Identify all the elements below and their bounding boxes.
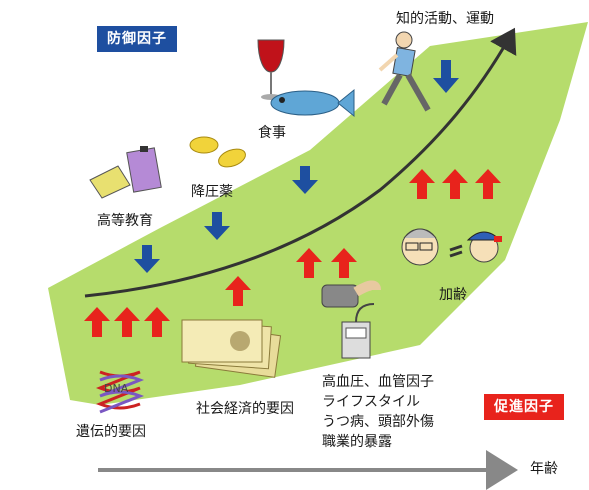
risk-factors-list: 高血圧、血管因子 ライフスタイル うつ病、頭部外傷 職業的暴露 xyxy=(322,372,434,452)
protective-arrow-intellect xyxy=(433,60,459,93)
promoting-arrow-genetics-2 xyxy=(114,307,140,337)
label-aging: 加齢 xyxy=(439,287,467,303)
runner-icon xyxy=(378,31,431,112)
promoting-arrow-risk-1 xyxy=(296,248,322,278)
child-face-icon xyxy=(449,231,502,263)
risk-factor-item: ライフスタイル xyxy=(322,394,420,410)
risk-factor-item: 職業的暴露 xyxy=(322,434,392,450)
label-higher-education: 高等教育 xyxy=(97,213,153,229)
promoting-arrow-risk-2 xyxy=(331,248,357,278)
fish-icon xyxy=(270,88,355,118)
protective-arrow-medicine xyxy=(204,212,230,240)
label-socioeconomic-factors: 社会経済的要因 xyxy=(196,401,294,417)
promoting-arrow-aging-3 xyxy=(475,169,501,199)
protective-arrows xyxy=(134,60,459,273)
label-diet: 食事 xyxy=(258,125,286,141)
books-icon xyxy=(89,146,162,199)
promoting-arrow-socioeconomic xyxy=(225,276,251,306)
promoting-arrow-aging-1 xyxy=(409,169,435,199)
elderly-face-icon xyxy=(401,228,439,266)
label-antihypertensive: 降圧薬 xyxy=(191,184,233,200)
label-age-axis: 年齢 xyxy=(530,461,558,477)
promoting-factors-tag: 促進因子 xyxy=(484,394,564,420)
risk-factor-item: うつ病、頭部外傷 xyxy=(322,414,434,430)
blood-pressure-monitor-icon xyxy=(321,280,381,359)
protective-factors-tag: 防御因子 xyxy=(97,26,177,52)
dna-label: DNA xyxy=(104,382,129,395)
promoting-arrows xyxy=(84,169,501,337)
risk-factor-item: 高血圧、血管因子 xyxy=(322,374,434,390)
trend-curve xyxy=(84,27,517,298)
coins-icon xyxy=(189,136,246,168)
dna-icon xyxy=(95,370,145,414)
promoting-arrow-genetics-3 xyxy=(144,307,170,337)
protective-arrow-diet xyxy=(292,166,318,194)
wine-glass-icon xyxy=(257,39,285,100)
promoting-arrow-genetics-1 xyxy=(84,307,110,337)
protective-arrow-education xyxy=(134,245,160,273)
label-genetic-factors: 遺伝的要因 xyxy=(76,424,146,440)
label-intellectual-activity: 知的活動、運動 xyxy=(396,11,494,27)
promoting-arrow-aging-2 xyxy=(442,169,468,199)
banknotes-icon xyxy=(181,319,282,378)
